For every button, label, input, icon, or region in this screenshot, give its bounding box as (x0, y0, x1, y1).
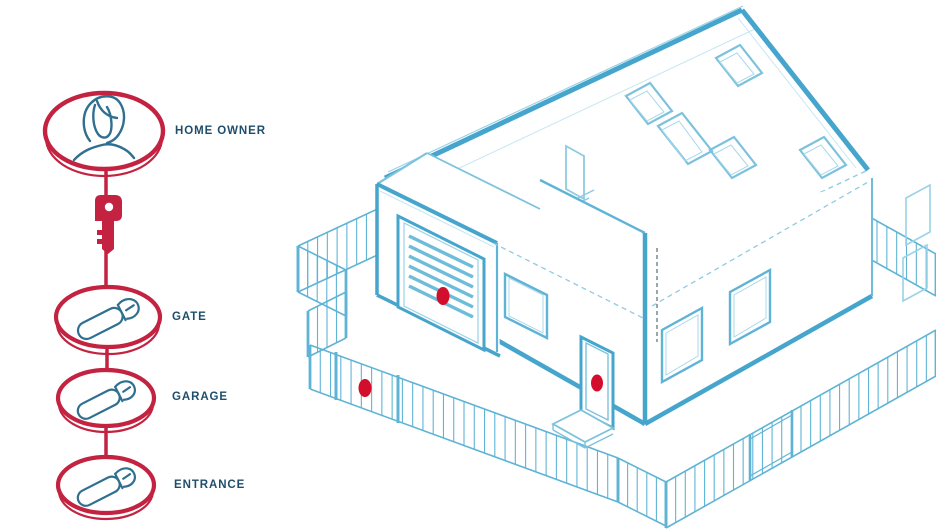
garage-door-marker-dot (436, 287, 450, 305)
entrance-door-marker-dot (591, 374, 603, 392)
garage-node (55, 367, 157, 434)
person-icon (72, 95, 136, 162)
key-connector-icon (95, 195, 122, 254)
key-icon (76, 297, 140, 341)
gate-marker-dot (358, 379, 372, 397)
key-icon (76, 380, 136, 420)
keychain-diagram (42, 90, 166, 521)
garage-label: GARAGE (172, 391, 228, 403)
gate-node (53, 284, 163, 356)
entrance-label: ENTRANCE (174, 479, 246, 491)
home-owner-node (42, 90, 166, 178)
entrance-node (55, 454, 157, 521)
home-owner-label: HOME OWNER (175, 125, 266, 137)
roof-skylight-windows (624, 43, 848, 180)
side-gate (902, 183, 931, 303)
right-wall (643, 176, 874, 426)
gate-label: GATE (172, 311, 207, 323)
key-icon (76, 467, 136, 507)
location-markers (358, 287, 603, 397)
